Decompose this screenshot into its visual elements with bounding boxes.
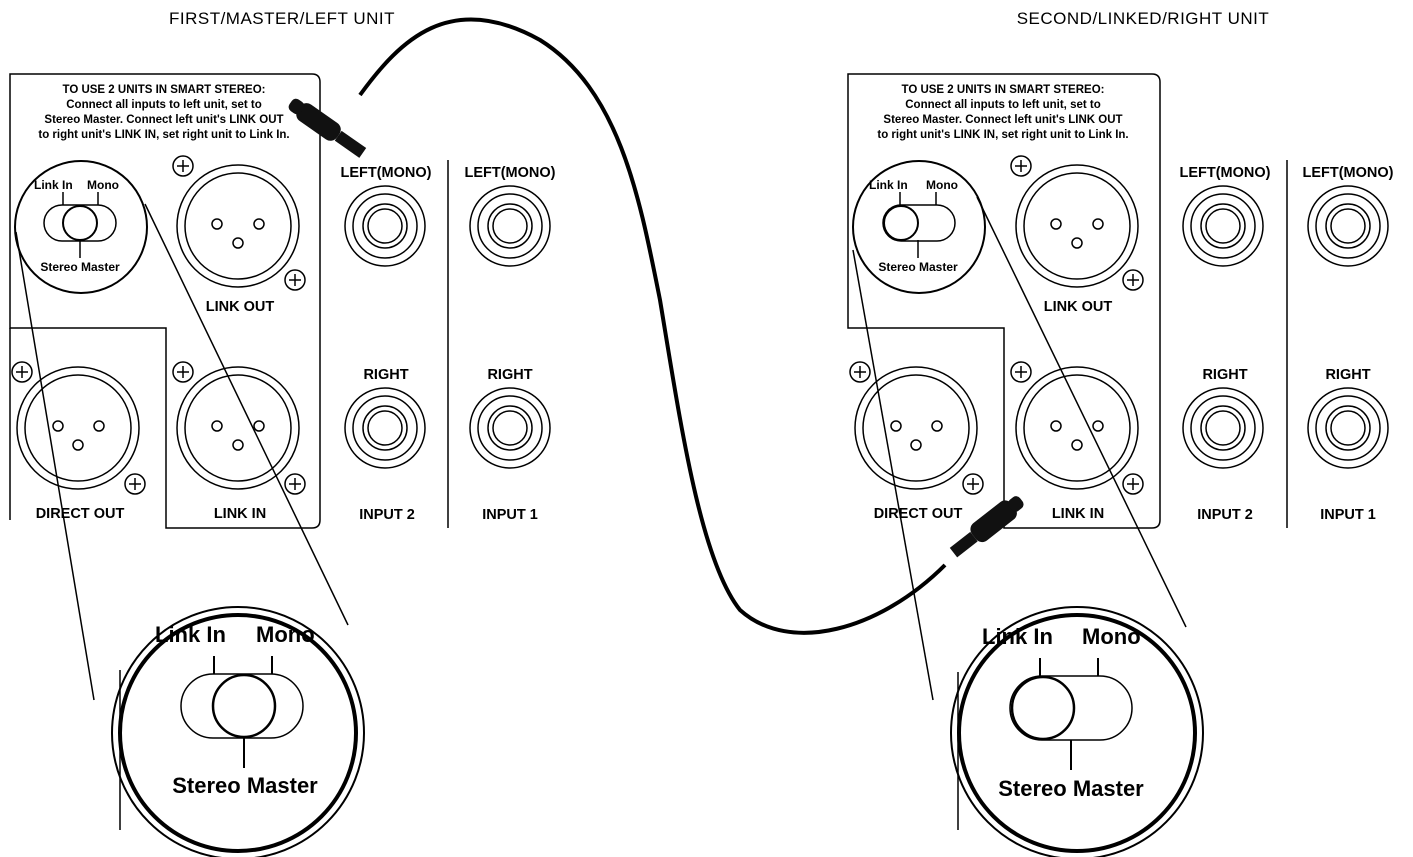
svg-text:Link In: Link In [982,624,1053,649]
svg-text:Link In: Link In [155,622,226,647]
svg-text:LINK OUT: LINK OUT [206,299,275,315]
mode-switch-large: Link In Mono Stereo Master [111,606,365,857]
svg-text:LEFT(MONO): LEFT(MONO) [464,165,555,181]
svg-text:LINK OUT: LINK OUT [1044,299,1113,315]
link-out-jack[interactable]: LINK OUT [172,155,306,315]
cable-wire [358,17,947,635]
input2-right-jack[interactable]: RIGHT [344,367,426,469]
link-in-jack[interactable]: LINK IN [172,361,306,522]
svg-text:Stereo Master: Stereo Master [878,260,958,274]
unit-title: SECOND/LINKED/RIGHT UNIT [1017,9,1270,28]
svg-text:RIGHT: RIGHT [1325,367,1370,383]
svg-text:Connect all inputs to left uni: Connect all inputs to left unit, set to [905,99,1101,111]
mode-switch-small[interactable]: Link In Mono Stereo Master [852,160,986,294]
svg-text:RIGHT: RIGHT [487,367,532,383]
input2-left-jack[interactable]: LEFT(MONO) [1179,165,1271,267]
svg-text:LEFT(MONO): LEFT(MONO) [1179,165,1270,181]
svg-text:Mono: Mono [87,178,119,192]
panel-outline [9,73,321,529]
svg-text:DIRECT OUT: DIRECT OUT [36,506,125,522]
svg-text:LINK IN: LINK IN [214,506,266,522]
svg-text:RIGHT: RIGHT [1202,367,1247,383]
callout-line [976,196,1187,628]
unit-right: SECOND/LINKED/RIGHT UNIT TO USE 2 UNITS … [847,9,1394,857]
input2-right-jack[interactable]: RIGHT [1182,367,1264,469]
input-2-label: INPUT 2 [359,507,415,523]
input2-left-jack[interactable]: LEFT(MONO) [340,165,432,267]
instructions: TO USE 2 UNITS IN SMART STEREO: Connect … [877,84,1128,141]
svg-text:to right unit's LINK IN, set r: to right unit's LINK IN, set right unit … [877,129,1128,141]
callout-line [15,231,95,701]
instructions: TO USE 2 UNITS IN SMART STEREO: Connect … [38,84,289,141]
svg-text:LEFT(MONO): LEFT(MONO) [1302,165,1393,181]
switch-knob [62,205,98,241]
switch-knob [883,205,919,241]
svg-text:Connect all inputs to left uni: Connect all inputs to left unit, set to [66,99,262,111]
input1-right-jack[interactable]: RIGHT [1307,367,1389,469]
input1-right-jack[interactable]: RIGHT [469,367,551,469]
mode-switch-large: Link In Mono Stereo Master [950,606,1204,857]
svg-text:Stereo Master: Stereo Master [40,260,120,274]
svg-text:RIGHT: RIGHT [363,367,408,383]
svg-text:TO USE 2 UNITS IN SMART STEREO: TO USE 2 UNITS IN SMART STEREO: [902,84,1105,96]
svg-text:LINK IN: LINK IN [1052,506,1104,522]
svg-text:Mono: Mono [926,178,958,192]
link-cable [288,17,1024,635]
link-out-jack[interactable]: LINK OUT [1010,155,1144,315]
input-1-label: INPUT 1 [1320,507,1376,523]
svg-text:Link In: Link In [34,178,73,192]
svg-text:TO USE 2 UNITS IN SMART STEREO: TO USE 2 UNITS IN SMART STEREO: [63,84,266,96]
svg-text:LEFT(MONO): LEFT(MONO) [340,165,431,181]
input1-left-jack[interactable]: LEFT(MONO) [464,165,556,267]
callout-line [144,203,349,626]
svg-text:DIRECT OUT: DIRECT OUT [874,506,963,522]
mode-switch-small[interactable]: Link In Mono Stereo Master [14,160,148,294]
svg-text:Mono: Mono [1082,624,1141,649]
callout-line [852,249,934,701]
unit-left: FIRST/MASTER/LEFT UNIT TO USE 2 UNITS IN… [9,9,556,857]
direct-out-jack[interactable]: DIRECT OUT [11,361,146,522]
svg-text:Mono: Mono [256,622,315,647]
cable-plug-top [288,98,367,158]
link-in-jack[interactable]: LINK IN [1010,361,1144,522]
svg-text:Stereo Master. Connect left u: Stereo Master. Connect left unit's LINK … [44,114,283,126]
svg-text:Stereo Master. Connect left u: Stereo Master. Connect left unit's LINK … [883,114,1122,126]
direct-out-jack[interactable]: DIRECT OUT [849,361,984,522]
svg-text:Link In: Link In [869,178,908,192]
input-1-label: INPUT 1 [482,507,538,523]
svg-text:Stereo Master: Stereo Master [172,773,318,798]
unit-title: FIRST/MASTER/LEFT UNIT [169,9,395,28]
input1-left-jack[interactable]: LEFT(MONO) [1302,165,1394,267]
svg-text:Stereo Master: Stereo Master [998,776,1144,801]
svg-text:to right unit's LINK IN, set r: to right unit's LINK IN, set right unit … [38,129,289,141]
input-2-label: INPUT 2 [1197,507,1253,523]
cable-plug-bottom [949,496,1024,558]
